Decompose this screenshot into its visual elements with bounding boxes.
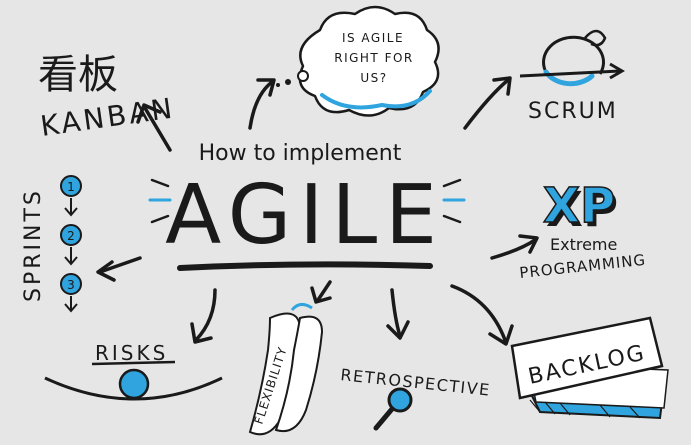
agile-title: AGILE — [165, 168, 445, 263]
kanban-kanji: 看板 — [38, 52, 118, 98]
spark-lines-icon — [148, 178, 466, 224]
bubble-line-1: IS AGILE — [342, 31, 404, 45]
pre-title: How to implement — [199, 141, 402, 166]
retrospective-label: RETROSPECTIVE — [340, 365, 492, 400]
thought-bubble: IS AGILE RIGHT FOR US? — [276, 5, 440, 117]
xp-branch: XP XP Extreme PROGRAMMING — [519, 177, 647, 282]
rotate-arrow-icon — [519, 29, 625, 87]
bubble-line-2: RIGHT FOR — [334, 51, 414, 65]
title-underline — [177, 261, 433, 271]
scrum-label: SCRUM — [528, 99, 618, 124]
xp-abbr-shadow: XP — [546, 182, 618, 238]
risks-label: RISKS — [95, 341, 168, 365]
branch-arrows — [96, 76, 539, 346]
xp-line-2: PROGRAMMING — [519, 251, 647, 282]
risks-branch: RISKS — [44, 341, 223, 401]
xp-line-1: Extreme — [550, 235, 617, 254]
sprint-steps: 1 2 3 — [60, 175, 82, 313]
xp-abbr: XP — [543, 178, 615, 234]
ball-on-curve-icon — [44, 368, 223, 401]
kanban-label: KANBAN — [38, 91, 177, 143]
sprint-step-2: 2 — [67, 229, 75, 243]
bubble-line-3: US? — [360, 71, 387, 85]
sprint-step-3: 3 — [67, 278, 75, 292]
scrum-branch: SCRUM — [519, 29, 625, 124]
center-title: How to implement AGILE — [148, 141, 466, 271]
retrospective-branch: RETROSPECTIVE — [340, 365, 492, 431]
backlog-branch: BACKLOG — [510, 316, 669, 420]
flexibility-branch: FLEXIBILITY — [248, 303, 324, 436]
magnifier-icon — [373, 387, 413, 431]
sprints-branch: SPRINTS 1 2 3 — [21, 175, 82, 313]
sprints-label: SPRINTS — [21, 188, 46, 302]
sprint-step-1: 1 — [67, 180, 75, 194]
